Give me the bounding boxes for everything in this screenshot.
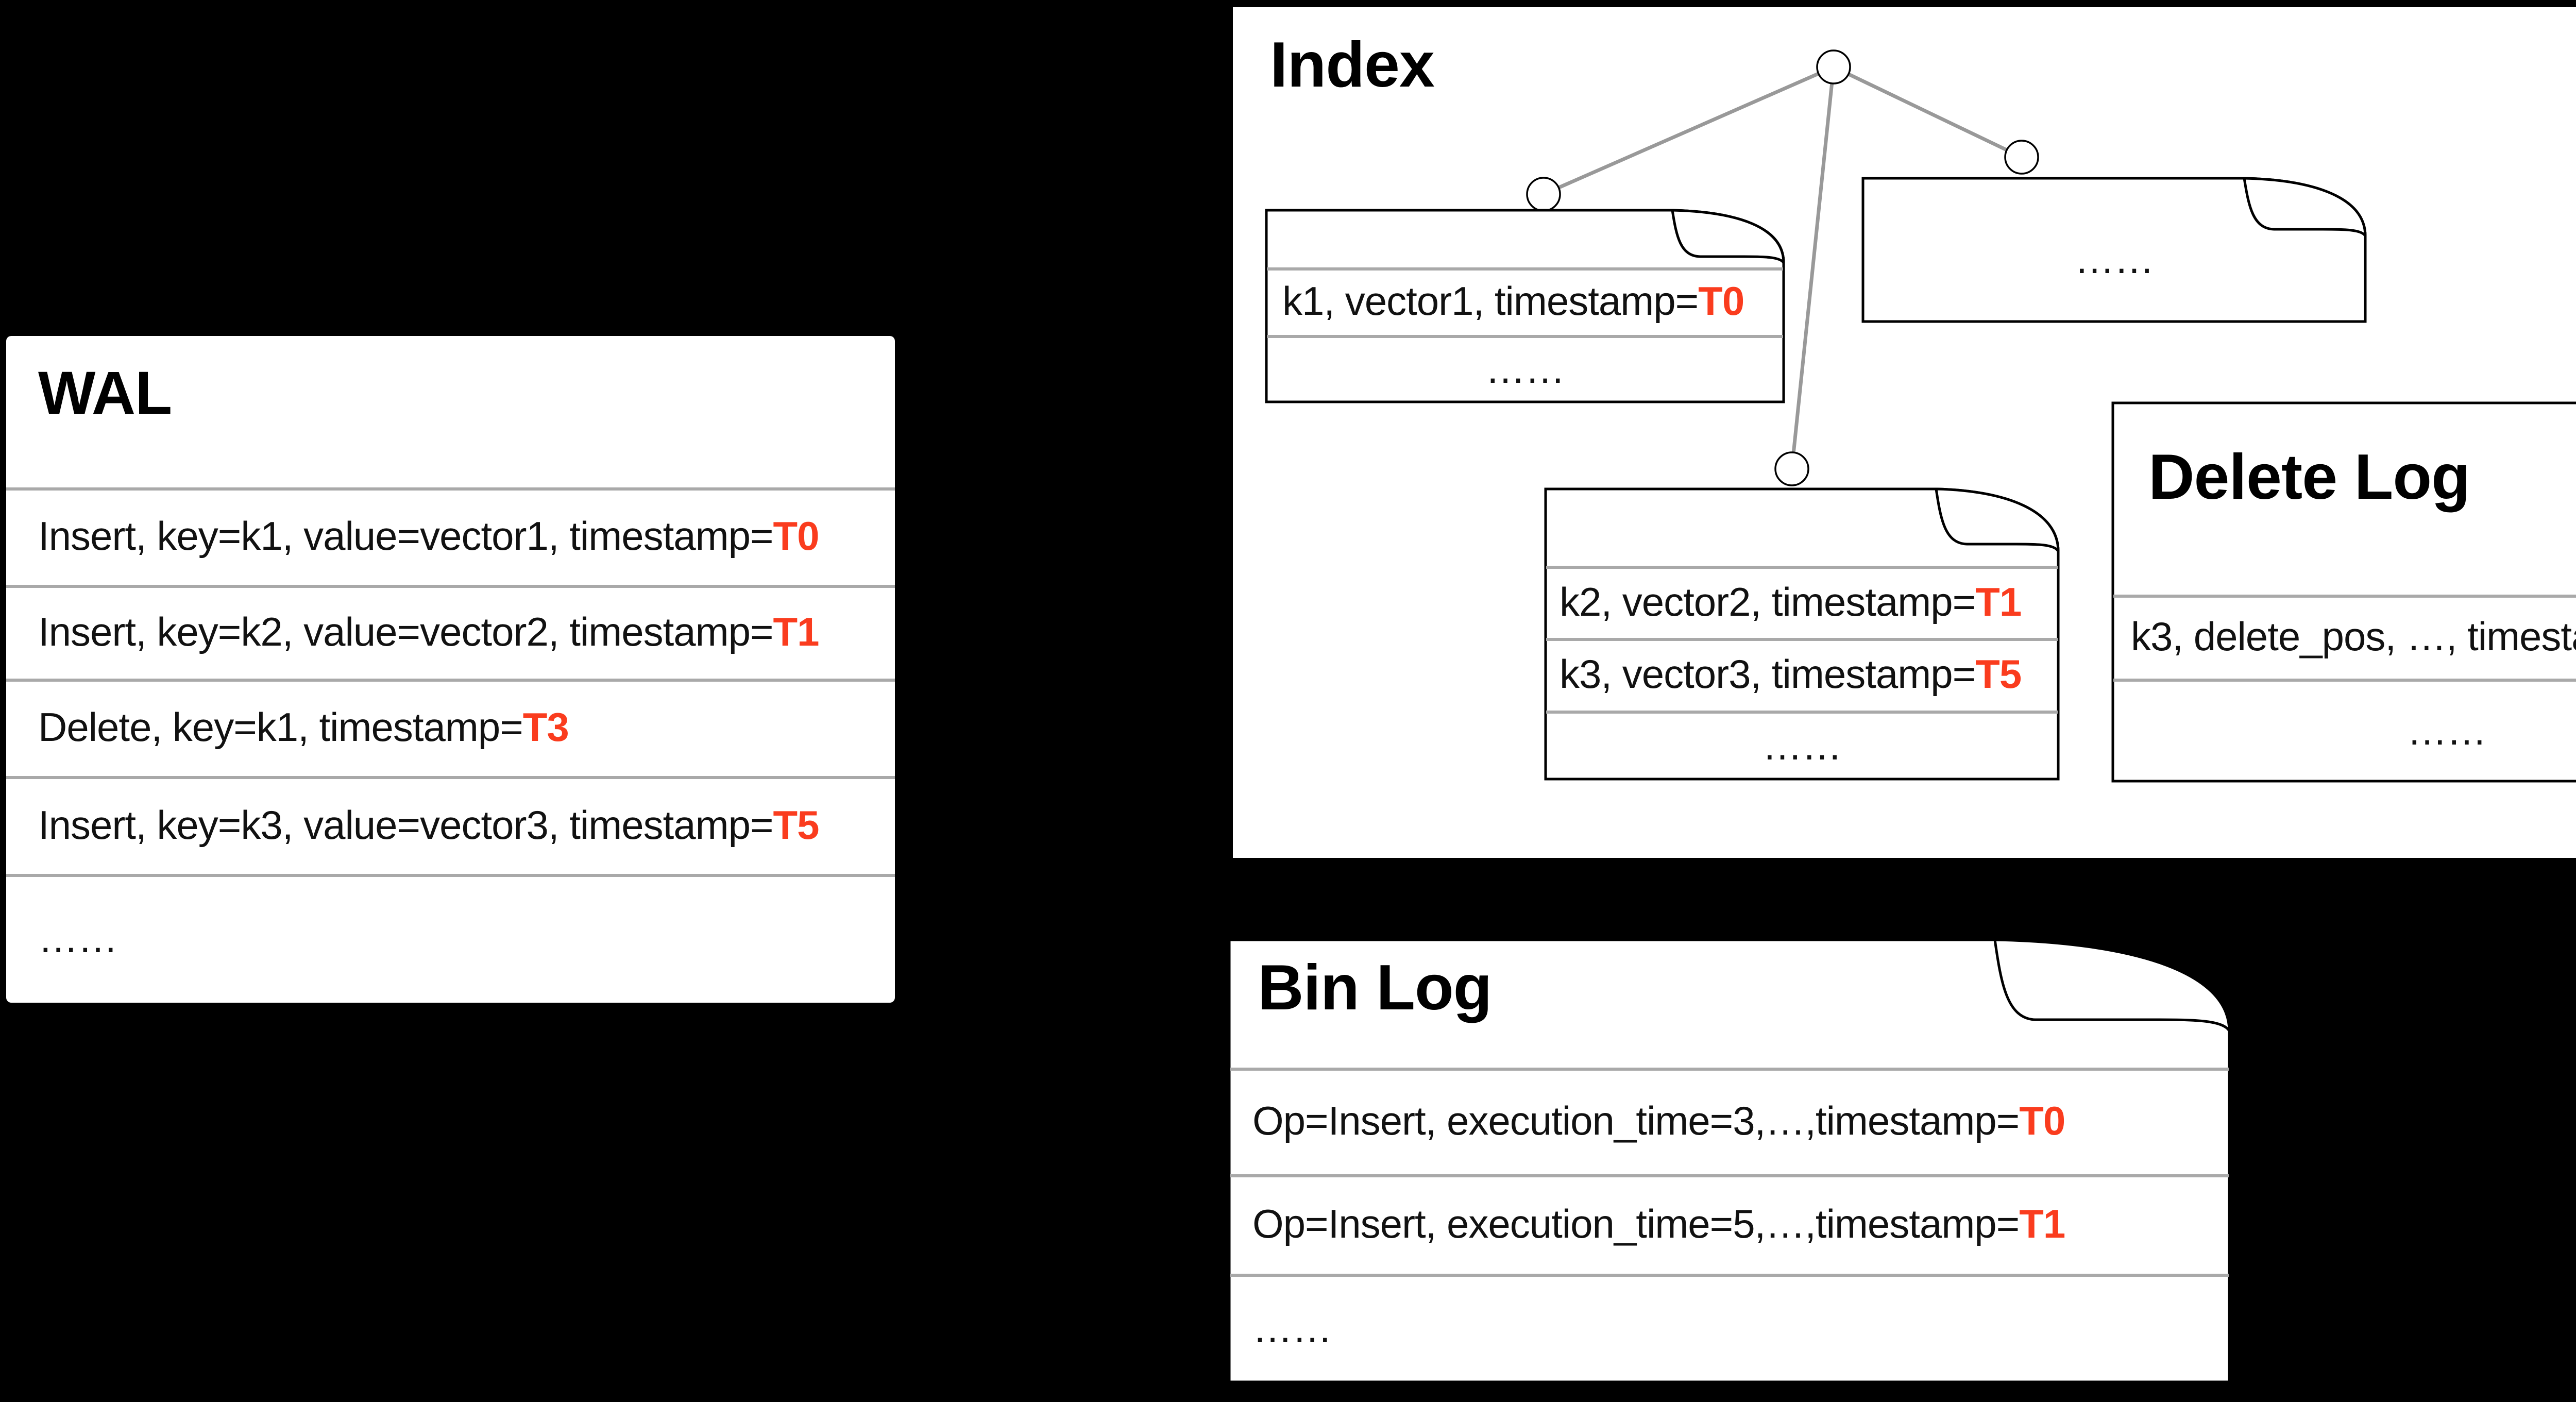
segment-ellipsis-row: …… — [1548, 711, 2056, 781]
tree-edge — [1543, 65, 1835, 196]
row-text: k3, vector3, timestamp= — [1560, 651, 1976, 697]
row-text: …… — [1485, 346, 1565, 392]
wal-log-entry: Insert, key=k2, value=vector2, timestamp… — [38, 585, 890, 679]
segment-ellipsis-row: …… — [1866, 195, 2363, 323]
bin-log-entry: Op=Insert, execution_time=5,…,timestamp=… — [1252, 1174, 2227, 1274]
row-text: Insert, key=k3, value=vector3, timestamp… — [38, 802, 774, 848]
divider — [6, 874, 895, 877]
row-text: …… — [2074, 236, 2155, 282]
divider — [1546, 711, 2058, 714]
page-curl-corner — [1935, 487, 2060, 553]
timestamp-value: T0 — [2019, 1098, 2065, 1143]
timestamp-value: T1 — [773, 609, 820, 654]
row-text: k3, delete_pos, …, timestamp= — [2131, 614, 2576, 659]
row-text: k2, vector2, timestamp= — [1560, 579, 1976, 624]
divider — [1546, 566, 2058, 569]
row-text: Delete, key=k1, timestamp= — [38, 704, 523, 750]
tree-middle-child-node — [1774, 451, 1809, 486]
divider — [2113, 595, 2576, 598]
tree-edge — [1790, 66, 1836, 469]
segment-entry: k3, vector3, timestamp=T5 — [1560, 638, 2056, 711]
timestamp-value: T1 — [2019, 1201, 2065, 1246]
bin-log-entry: Op=Insert, execution_time=3,…,timestamp=… — [1252, 1068, 2227, 1174]
wal-log-entry: Insert, key=k1, value=vector1, timestamp… — [38, 487, 890, 585]
bin-log-ellipsis-row: …… — [1252, 1274, 2227, 1383]
divider — [6, 487, 895, 491]
page-curl-corner — [2243, 177, 2367, 238]
timestamp-value: T0 — [1698, 278, 1744, 324]
delete-log-file: Delete Log k3, delete_pos, …, timestamp=… — [2111, 401, 2576, 783]
index-panel: Index k1, vector1, timestamp=T0 …… …… — [1233, 7, 2576, 858]
row-text: k1, vector1, timestamp= — [1282, 278, 1699, 324]
divider — [6, 679, 895, 682]
segment-file-top-left: k1, vector1, timestamp=T0 …… — [1265, 209, 1785, 403]
tree-right-child-node — [2004, 140, 2039, 175]
divider — [2113, 679, 2576, 682]
page-curl-corner — [1671, 209, 1785, 264]
divider — [1230, 1274, 2229, 1277]
timestamp-value: T5 — [1975, 651, 2022, 697]
row-text: Op=Insert, execution_time=3,…,timestamp= — [1252, 1098, 2020, 1143]
row-text: Insert, key=k1, value=vector1, timestamp… — [38, 513, 774, 559]
divider — [1230, 1174, 2229, 1177]
bin-log-file: Bin Log Op=Insert, execution_time=3,…,ti… — [1228, 938, 2231, 1383]
segment-entry: k1, vector1, timestamp=T0 — [1282, 267, 1781, 335]
page-curl-corner — [1993, 938, 2231, 1033]
timestamp-value: T5 — [773, 802, 820, 848]
tree-left-child-node — [1526, 177, 1561, 212]
segment-entry: k2, vector2, timestamp=T1 — [1560, 566, 2056, 638]
index-title: Index — [1270, 29, 1435, 100]
divider — [1267, 267, 1783, 271]
row-text: Op=Insert, execution_time=5,…,timestamp= — [1252, 1201, 2020, 1246]
row-text: …… — [38, 915, 118, 961]
wal-ellipsis-row: …… — [38, 874, 890, 1003]
bin-log-title: Bin Log — [1258, 952, 1492, 1023]
delete-log-title: Delete Log — [2148, 442, 2470, 513]
segment-file-middle: k2, vector2, timestamp=T1 k3, vector3, t… — [1544, 487, 2060, 781]
wal-title: WAL — [38, 359, 172, 427]
divider — [6, 585, 895, 588]
divider — [1267, 335, 1783, 338]
timestamp-value: T1 — [1975, 579, 2022, 624]
row-text: …… — [1252, 1306, 1332, 1351]
divider — [1230, 1068, 2229, 1071]
divider — [1546, 638, 2058, 641]
tree-root-node — [1816, 49, 1851, 85]
timestamp-value: T3 — [522, 704, 569, 750]
wal-log-entry: Insert, key=k3, value=vector3, timestamp… — [38, 776, 890, 874]
row-text: Insert, key=k2, value=vector2, timestamp… — [38, 609, 774, 654]
delete-log-ellipsis-row: …… — [2115, 679, 2576, 783]
row-text: …… — [1762, 722, 1842, 768]
divider — [6, 776, 895, 779]
delete-log-entry: k3, delete_pos, …, timestamp=T3 — [2131, 595, 2576, 679]
tree-edge — [1833, 65, 2023, 159]
wal-panel: WAL Insert, key=k1, value=vector1, times… — [6, 336, 895, 1003]
page-shape — [2111, 401, 2576, 783]
timestamp-value: T0 — [773, 513, 820, 559]
wal-log-entry: Delete, key=k1, timestamp=T3 — [38, 679, 890, 776]
row-text: …… — [2407, 707, 2487, 753]
segment-file-top-right: …… — [1861, 177, 2367, 323]
segment-ellipsis-row: …… — [1269, 335, 1781, 403]
